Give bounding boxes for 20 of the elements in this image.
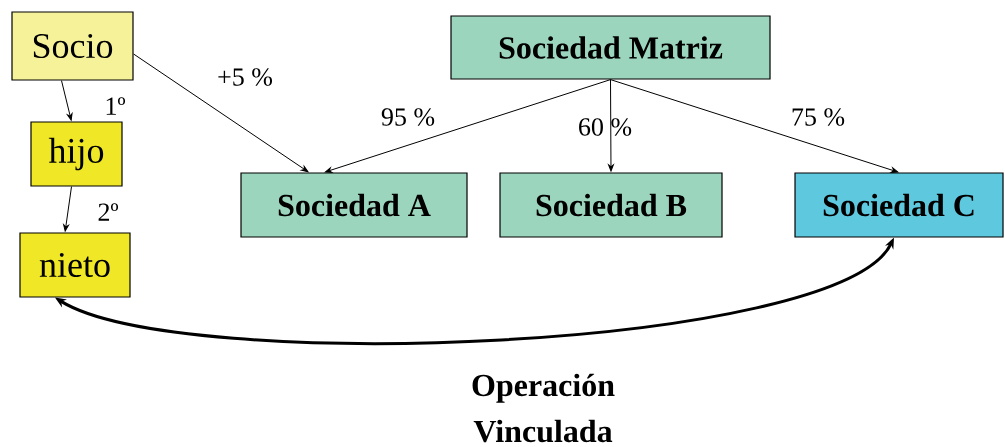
- edge-label: +5 %: [218, 68, 272, 86]
- box: Sociedad A: [240, 172, 468, 238]
- edge-label: 1º: [106, 97, 126, 115]
- arrow: [61, 80, 73, 121]
- box: Sociedad Matriz: [450, 15, 771, 80]
- box: nieto: [19, 232, 131, 298]
- box: Sociedad B: [499, 172, 723, 238]
- arrow: [610, 79, 899, 173]
- edge-label: 75 %: [792, 108, 845, 126]
- arrow: [324, 79, 611, 173]
- arrow: [133, 53, 309, 173]
- box: hijo: [30, 121, 123, 187]
- box: Socio: [11, 11, 134, 81]
- box: Sociedad C: [794, 172, 1004, 238]
- edge-label: 2º: [98, 203, 119, 221]
- arrow: [63, 186, 72, 232]
- edge-label: Operación Vinculada: [472, 373, 615, 443]
- edge-label: 95 %: [381, 108, 435, 126]
- edge-label: 60 %: [579, 118, 632, 136]
- arrow: [608, 79, 614, 172]
